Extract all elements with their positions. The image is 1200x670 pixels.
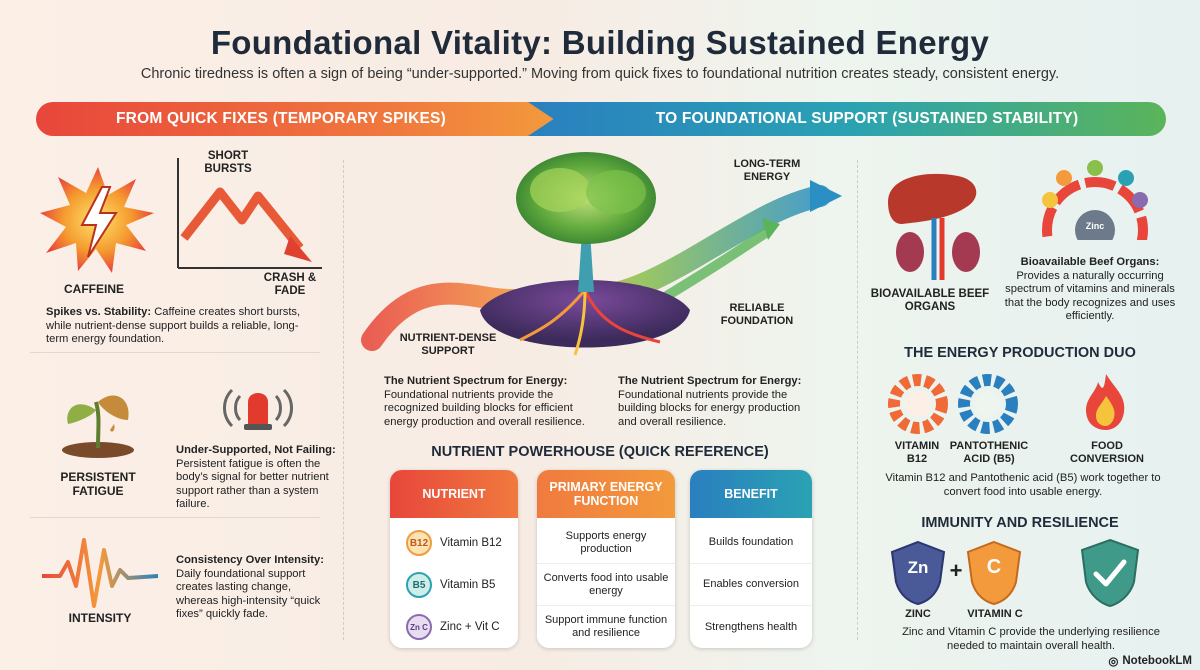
consistency-body: Daily foundational support creates lasti… (176, 567, 321, 621)
spikes-body: Caffeine creates short bursts, while nut… (46, 306, 301, 345)
benefit-column-header: BENEFIT (690, 470, 812, 518)
column-divider-right (857, 160, 858, 640)
immunity-text: Zinc and Vitamin C provide the underlyin… (902, 626, 1160, 652)
reliable-foundation-label: RELIABLE FOUNDATION (720, 302, 794, 327)
c-symbol: C (986, 556, 1002, 578)
flame-icon (1086, 374, 1125, 430)
under-supported-body: Persistent fatigue is often the body’s s… (176, 457, 329, 511)
banner-quick-fixes: FROM QUICK FIXES (TEMPORARY SPIKES) (36, 102, 556, 136)
beef-organs-text: Bioavailable Beef Organs: Provides a nat… (1000, 256, 1180, 324)
under-supported-text: Under-Supported, Not Failing: Persistent… (176, 444, 336, 512)
function-cell: Support immune function and resilience (544, 614, 668, 639)
vitamin-c-label: VITAMIN C (967, 608, 1023, 620)
nutrient-name: Vitamin B12 (440, 537, 502, 549)
long-term-energy-label: LONG-TERM ENERGY (733, 158, 801, 183)
spectrum-left-title: The Nutrient Spectrum for Energy: (384, 375, 568, 387)
nutrient-dense-support-label: NUTRIENT-DENSE SUPPORT (399, 332, 497, 357)
notebooklm-logo-icon: ◎ (1108, 656, 1119, 668)
spectrum-right-text: The Nutrient Spectrum for Energy: Founda… (618, 375, 818, 429)
banner-right-label: TO FOUNDATIONAL SUPPORT (SUSTAINED STABI… (655, 110, 1079, 127)
nutrient-name: Vitamin B5 (440, 579, 496, 591)
vitamin-b12-label: VITAMIN B12 (894, 440, 940, 465)
immunity-title: IMMUNITY AND RESILIENCE (921, 515, 1119, 531)
duo-text: Vitamin B12 and Pantothenic acid (B5) wo… (885, 472, 1161, 498)
nutrient-row: B12 Vitamin B12 (390, 522, 518, 564)
under-supported-title: Under-Supported, Not Failing: (176, 444, 336, 456)
nutrient-spectrum-arc-icon (1042, 160, 1148, 240)
zinc-vitc-badge-icon: Zn C (406, 614, 432, 640)
caffeine-label: CAFFEINE (64, 282, 124, 296)
spectrum-left-text: The Nutrient Spectrum for Energy: Founda… (384, 375, 596, 429)
consistency-title: Consistency Over Intensity: (176, 554, 324, 566)
caffeine-burst-icon (40, 167, 154, 273)
nutrient-name: Zinc + Vit C (440, 621, 500, 633)
notebooklm-logo-text: NotebookLM (1122, 655, 1192, 667)
zn-symbol: Zn (907, 558, 929, 577)
zinc-center-label: Zinc (1085, 221, 1105, 231)
spectrum-right-body: Foundational nutrients provide the build… (618, 388, 801, 428)
consistency-text: Consistency Over Intensity: Daily founda… (176, 554, 336, 622)
zinc-label: ZINC (905, 608, 931, 620)
intensity-wave-icon (42, 538, 159, 608)
benefit-cell: Enables conversion (690, 564, 812, 606)
nutrient-column-card: NUTRIENT B12 Vitamin B12 B5 Vitamin B5 Z… (390, 470, 518, 648)
spectrum-right-title: The Nutrient Spectrum for Energy: (618, 375, 802, 387)
function-column-header: PRIMARY ENERGY FUNCTION (537, 470, 675, 518)
energy-duo-title: THE ENERGY PRODUCTION DUO (904, 345, 1136, 361)
nutrient-tree-illustration (361, 152, 842, 356)
powerhouse-title: NUTRIENT POWERHOUSE (QUICK REFERENCE) (431, 444, 769, 460)
food-conversion-label: FOOD CONVERSION (1070, 440, 1144, 465)
spikes-vs-stability-text: Spikes vs. Stability: Caffeine creates s… (46, 306, 316, 347)
spectrum-left-body: Foundational nutrients provide the recog… (384, 388, 585, 428)
beef-organs-label: BIOAVAILABLE BEEF ORGANS (870, 288, 990, 313)
checkmark-shield-icon (1080, 538, 1140, 608)
page-subtitle: Chronic tiredness is often a sign of bei… (140, 66, 1060, 82)
column-divider-left (343, 160, 344, 640)
zinc-shield-icon (890, 540, 946, 606)
benefit-cell: Builds foundation (690, 522, 812, 564)
benefit-column-card: BENEFIT Builds foundation Enables conver… (690, 470, 812, 648)
intensity-label: INTENSITY (68, 611, 132, 625)
function-cell: Converts food into usable energy (537, 564, 675, 606)
gear-orange-icon (888, 374, 948, 434)
spike-crash-chart (177, 158, 322, 269)
function-column-card: PRIMARY ENERGY FUNCTION Supports energy … (537, 470, 675, 648)
nutrient-column-header: NUTRIENT (390, 470, 518, 518)
banner-foundational: TO FOUNDATIONAL SUPPORT (SUSTAINED STABI… (528, 102, 1166, 136)
row-divider (30, 352, 320, 353)
wilting-plant-icon (62, 395, 134, 458)
pantothenic-label: PANTOTHENIC ACID (B5) (949, 440, 1029, 465)
row-divider (30, 517, 320, 518)
b12-badge-icon: B12 (406, 530, 432, 556)
notebooklm-logo: ◎ NotebookLM (1108, 654, 1192, 668)
nutrient-row: B5 Vitamin B5 (390, 564, 518, 606)
persistent-fatigue-label: PERSISTENT FATIGUE (60, 470, 136, 498)
vitamin-c-shield-icon (966, 540, 1022, 606)
banner-left-label: FROM QUICK FIXES (TEMPORARY SPIKES) (116, 110, 446, 127)
beef-organs-icon (888, 173, 980, 280)
function-cell: Supports energy production (537, 522, 675, 564)
gear-blue-icon (958, 374, 1018, 434)
short-bursts-label: SHORT BURSTS (204, 150, 252, 175)
nutrient-row: Zn C Zinc + Vit C (390, 606, 518, 648)
b5-badge-icon: B5 (406, 572, 432, 598)
benefit-cell: Strengthens health (704, 620, 798, 633)
plus-icon: + (949, 558, 963, 583)
crash-fade-label: CRASH & FADE (263, 272, 317, 297)
beef-organs-title: Bioavailable Beef Organs: (1020, 256, 1160, 268)
page-title: Foundational Vitality: Building Sustaine… (210, 24, 990, 61)
beef-organs-body: Provides a naturally occurring spectrum … (1004, 269, 1176, 323)
alarm-signal-icon (223, 388, 293, 430)
spikes-title: Spikes vs. Stability: (46, 306, 152, 318)
